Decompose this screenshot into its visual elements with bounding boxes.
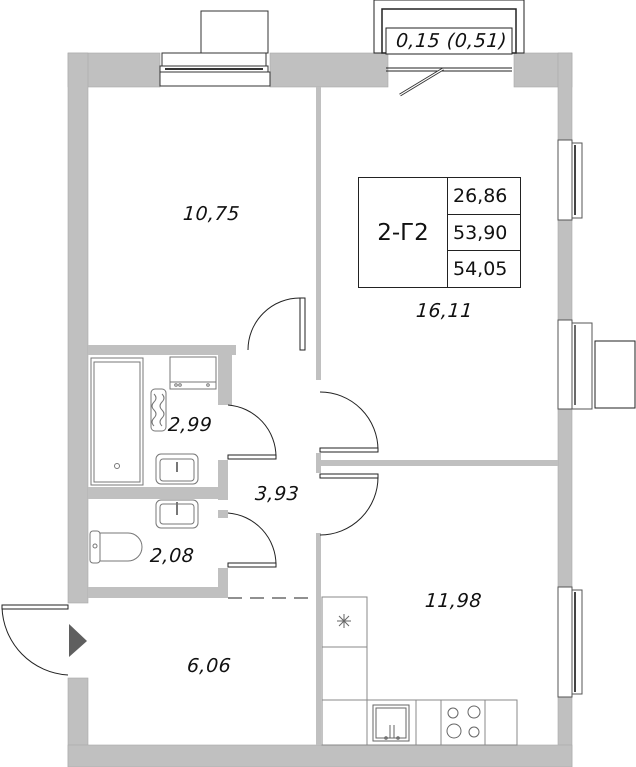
- window-kitchen: [557, 586, 583, 698]
- balcony: [373, 0, 525, 97]
- total-area-value: 53,90: [448, 215, 520, 252]
- bedroom-area-label: 10,75: [182, 203, 241, 225]
- bathroom-sink: [155, 453, 199, 485]
- entrance-arrow-icon: [69, 624, 87, 657]
- interior-walls: [88, 87, 558, 745]
- toilet-area-label: 2,08: [149, 545, 196, 567]
- bathroom-area-label: 2,99: [167, 414, 214, 436]
- outer-walls: [67, 52, 573, 767]
- bathtub: [90, 357, 144, 486]
- washing-machine: [169, 356, 217, 390]
- window-living-2: [557, 319, 636, 410]
- refrigerator-icon: [337, 614, 351, 628]
- doors: [1, 297, 379, 676]
- window-bedroom: [159, 10, 271, 87]
- apartment-type-code: 2-Г2: [359, 178, 448, 287]
- towel-dryer: [150, 388, 167, 432]
- living-room-area-label: 16,11: [415, 300, 474, 322]
- toilet-sink: [155, 499, 199, 529]
- living-area-value: 26,86: [448, 178, 520, 215]
- kitchen-area-label: 11,98: [424, 590, 483, 612]
- window-living-1: [557, 139, 583, 221]
- kitchen-units: [321, 596, 518, 746]
- entrance-hall-area-label: 6,06: [186, 655, 233, 677]
- total-area-with-balcony-value: 54,05: [453, 258, 508, 281]
- toilet-bowl: [89, 530, 143, 564]
- hallway-area-label: 3,93: [254, 483, 301, 505]
- apartment-summary-table: 2-Г2 26,86 53,90 54,05: [358, 177, 521, 288]
- balcony-area-label: 0,15 (0,51): [395, 30, 508, 52]
- cooktop: [446, 705, 481, 739]
- kitchen-sink: [372, 704, 410, 742]
